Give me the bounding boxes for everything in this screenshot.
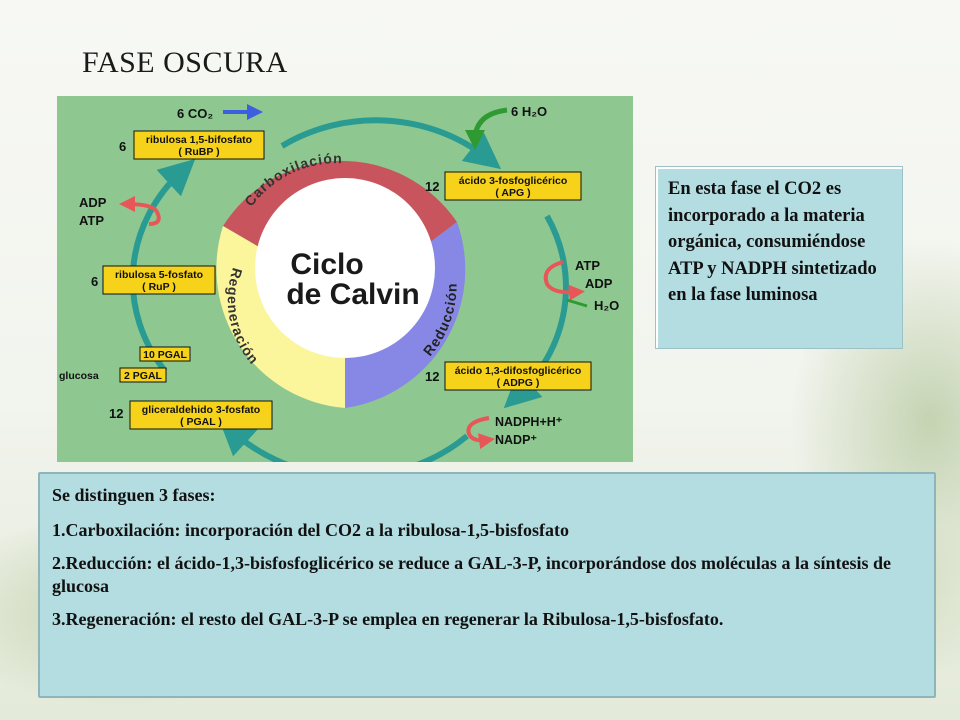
rup-abbr: ( RuP ): [142, 281, 176, 293]
atp-adp-right-arrow: [543, 260, 585, 301]
pgal-name: gliceraldehido 3-fosfato: [142, 404, 260, 416]
rubp-name: ribulosa 1,5-bifosfato: [146, 134, 252, 146]
h2o-right-label: H₂O: [594, 298, 619, 313]
slide-title: FASE OSCURA: [82, 46, 288, 79]
pgal2-box: [119, 367, 167, 383]
h2o-label: 6 H₂O: [511, 104, 547, 119]
rubp-count: 6: [119, 139, 126, 154]
apg-name: ácido 3-fosfoglicérico: [459, 175, 568, 187]
atp-right-label: ATP: [575, 258, 600, 273]
apg-count: 12: [425, 179, 439, 194]
atp-adp-left-arrow: [119, 196, 161, 226]
h2o-right-arrow: [566, 298, 588, 308]
pgal-abbr: ( PGAL ): [180, 416, 222, 428]
h2o-arrow: [465, 107, 508, 150]
atp-left-label: ATP: [79, 213, 104, 228]
adpg-name: ácido 1,3-difosfoglicérico: [455, 365, 582, 377]
apg-abbr: ( APG ): [495, 187, 530, 199]
center-title-line1: Ciclo: [290, 248, 363, 281]
pgal-box: [129, 400, 273, 430]
phase-reduccion-segment: [345, 222, 466, 408]
apg-box: [444, 171, 582, 201]
notes-box: Se distinguen 3 fases: 1.Carboxilación: …: [38, 472, 936, 698]
note-item-carboxilacion: 1.Carboxilación: incorporación del CO2 a…: [52, 520, 569, 540]
adpg-abbr: ( ADPG ): [497, 377, 540, 389]
nadph-arrow: [466, 416, 495, 450]
nadp-label: NADP⁺: [495, 433, 537, 447]
callout-box: En esta fase el CO2 es incorporado a la …: [655, 166, 903, 349]
adp-right-label: ADP: [585, 276, 613, 291]
co2-label: 6 CO₂: [177, 106, 213, 121]
rubp-box: [133, 130, 265, 160]
pgal10-label: 10 PGAL: [143, 349, 187, 361]
notes-heading: Se distinguen 3 fases:: [52, 485, 216, 505]
adpg-box: [444, 361, 592, 391]
note-item-regeneracion: 3.Regeneración: el resto del GAL-3-P se …: [52, 609, 724, 629]
adpg-count: 12: [425, 369, 439, 384]
calvin-cycle-diagram: Carboxilación Reducción Regeneración Cic…: [57, 96, 633, 462]
note-item-reduccion: 2.Reducción: el ácido-1,3-bisfosfoglicér…: [52, 553, 891, 596]
nadph-label: NADPH+H⁺: [495, 415, 563, 429]
rup-name: ribulosa 5-fosfato: [115, 269, 203, 281]
rup-box: [102, 265, 216, 295]
pgal-count: 12: [109, 406, 123, 421]
glucosa-label: glucosa: [59, 370, 99, 382]
adp-left-label: ADP: [79, 195, 107, 210]
rubp-abbr: ( RuBP ): [178, 146, 219, 158]
pgal2-label: 2 PGAL: [124, 370, 163, 382]
rup-count: 6: [91, 274, 98, 289]
pgal10-box: [139, 346, 191, 362]
center-disc: [255, 178, 435, 358]
center-title-line2: de Calvin: [286, 278, 419, 311]
